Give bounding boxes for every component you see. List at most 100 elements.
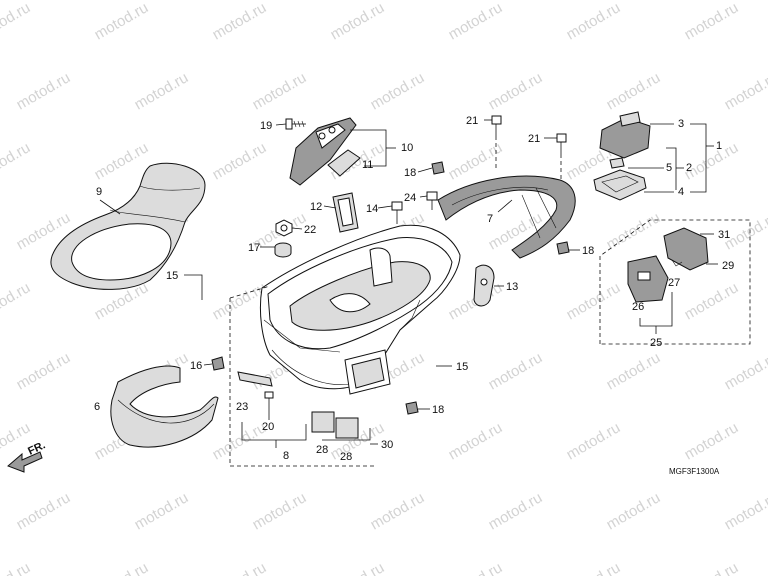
watermark-text: motod.ru — [210, 419, 270, 463]
watermark-text: motod.ru — [446, 419, 506, 463]
part-7-grab-rail — [437, 175, 576, 259]
callout-23: 23 — [236, 401, 248, 413]
part-10-pocket-lid — [289, 117, 357, 186]
watermark-text: motod.ru — [604, 209, 664, 253]
part-12-lens — [332, 192, 359, 233]
watermark-text: motod.ru — [132, 489, 192, 533]
callout-10: 10 — [401, 142, 413, 154]
callout-18: 18 — [404, 167, 416, 179]
part-9-seat-cushion — [50, 162, 206, 290]
watermark-text: motod.ru — [446, 559, 506, 576]
watermark-text: motod.ru — [210, 0, 270, 43]
callout-9: 9 — [96, 186, 102, 198]
direction-label: FR. — [26, 439, 47, 457]
watermark-text: motod.ru — [682, 0, 742, 43]
part-18-clips — [405, 161, 570, 415]
watermark-text: motod.ru — [564, 279, 624, 323]
callout-19: 19 — [260, 120, 272, 132]
part-11-pad — [327, 149, 361, 177]
part-13-bracket — [473, 264, 495, 307]
watermark-text: motod.ru — [0, 279, 33, 323]
callout-2: 2 — [686, 162, 692, 174]
callout-17: 17 — [248, 242, 260, 254]
callout-31: 31 — [718, 229, 730, 241]
watermark-text: motod.ru — [92, 0, 152, 43]
watermark-text: motod.ru — [0, 0, 33, 43]
part-28-pads — [311, 411, 359, 439]
callout-labels: 1234567891011121314151516171818181920212… — [94, 115, 734, 463]
watermark-text: motod.ru — [92, 139, 152, 183]
callout-28: 28 — [340, 451, 352, 463]
callout-25: 25 — [650, 337, 662, 349]
callout-6: 6 — [94, 401, 100, 413]
detail-panel — [599, 219, 751, 345]
callout-12: 12 — [310, 201, 322, 213]
watermark-text: motod.ru — [604, 69, 664, 113]
part-6-rear-cover — [110, 365, 219, 448]
watermark-text: motod.ru — [604, 489, 664, 533]
watermark-text: motod.ru — [446, 0, 506, 43]
callout-22: 22 — [304, 224, 316, 236]
callout-24: 24 — [404, 192, 416, 204]
part-20-screw — [264, 391, 274, 412]
part-2-latch-assembly — [593, 111, 651, 201]
watermark-text: motod.ru — [368, 489, 428, 533]
part-22-nut — [275, 219, 293, 237]
watermark-text: motod.ru — [564, 559, 624, 576]
watermark-text: motod.ru — [486, 69, 546, 113]
callout-27: 27 — [668, 277, 680, 289]
part-24-bolt — [426, 191, 438, 210]
callout-21: 21 — [466, 115, 478, 127]
watermark-text: motod.ru — [564, 419, 624, 463]
watermark-text: motod.ru — [14, 349, 74, 393]
part-23-strip — [237, 371, 273, 387]
callout-28: 28 — [316, 444, 328, 456]
callout-11: 11 — [362, 159, 373, 171]
callout-14: 14 — [366, 203, 378, 215]
callout-18: 18 — [582, 245, 594, 257]
watermark-text: motod.ru — [14, 69, 74, 113]
part-19-screw — [285, 118, 306, 130]
watermark-text: motod.ru — [210, 139, 270, 183]
watermark-text: motod.ru — [328, 559, 388, 576]
watermark-text: motod.ru — [682, 419, 742, 463]
callout-7: 7 — [487, 213, 493, 225]
part-16-clip — [211, 356, 225, 371]
diagram-code: MGF3F1300A — [669, 467, 720, 476]
watermark-text: motod.ru — [486, 349, 546, 393]
watermark-text: motod.ru — [14, 489, 74, 533]
callout-3: 3 — [678, 118, 684, 130]
callout-15: 15 — [166, 270, 178, 282]
callout-1: 1 — [716, 140, 722, 152]
callout-18: 18 — [432, 404, 444, 416]
watermark-text: motod.ru — [210, 559, 270, 576]
callout-30: 30 — [381, 439, 393, 451]
watermark-text: motod.ru — [92, 559, 152, 576]
watermark-text: motod.ru — [250, 489, 310, 533]
watermark-text: motod.ru — [486, 489, 546, 533]
callout-15: 15 — [456, 361, 468, 373]
watermark-text: motod.ru — [328, 0, 388, 43]
callout-21: 21 — [528, 133, 540, 145]
callout-5: 5 — [666, 162, 672, 174]
callout-16: 16 — [190, 360, 202, 372]
callout-8: 8 — [283, 450, 289, 462]
part-21-bolts — [491, 115, 567, 180]
part-1-luggage-box — [259, 224, 461, 395]
callout-4: 4 — [678, 186, 684, 198]
callout-13: 13 — [506, 281, 518, 293]
part-17-collar — [274, 242, 292, 258]
watermark-text: motod.ru — [368, 69, 428, 113]
watermark-text: motod.ru — [132, 69, 192, 113]
watermark-text: motod.ru — [604, 349, 664, 393]
watermark-text: motod.ru — [0, 559, 33, 576]
leader-lines — [99, 119, 718, 467]
watermark-text: motod.ru — [564, 0, 624, 43]
watermark-text: motod.ru — [722, 489, 768, 533]
watermark-text: motod.ru — [0, 139, 33, 183]
watermark-text: motod.ru — [682, 279, 742, 323]
watermark-text: motod.ru — [682, 559, 742, 576]
callout-29: 29 — [722, 260, 734, 272]
callout-20: 20 — [262, 421, 274, 433]
